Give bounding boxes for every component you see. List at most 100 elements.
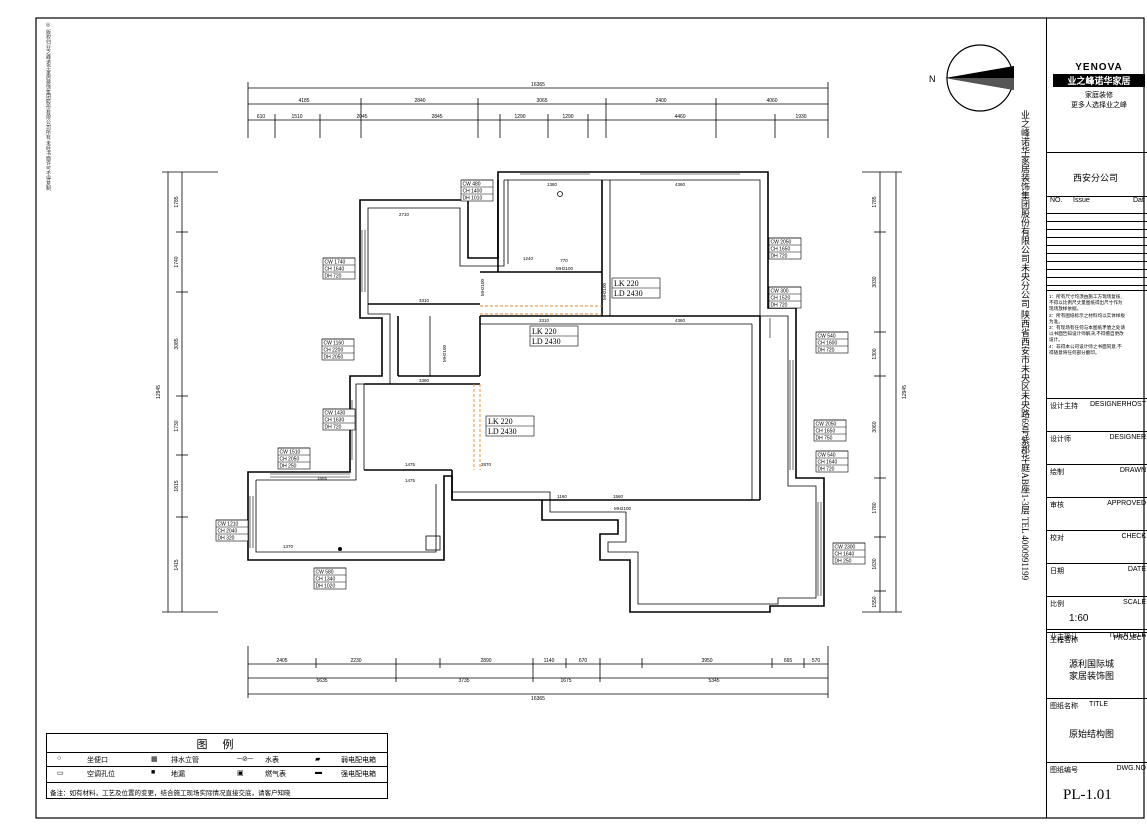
window-tag-line: CW 300	[771, 289, 789, 295]
dwg-label-en: DWG.NO	[1116, 765, 1146, 772]
dim-label: 670	[579, 658, 588, 664]
slogan-1: 家庭装修	[1085, 92, 1113, 99]
dim-label: 3085	[174, 338, 180, 349]
dim-label: 1140	[544, 658, 555, 664]
legend-item: 燃气表	[265, 771, 286, 778]
project-name-1: 源利国际城	[1069, 659, 1115, 669]
window-tag-line: DH 720	[771, 303, 788, 309]
dim-label: 4185	[298, 98, 309, 104]
window-tag-line: DH 1010	[463, 196, 483, 202]
walls	[247, 171, 825, 613]
wall-height: MH2100	[614, 506, 632, 511]
dim-right-total: 12945	[902, 385, 908, 399]
window-tag-line: DH 720	[771, 254, 788, 260]
window-tag-line: CH 1640	[835, 552, 855, 558]
brand-cn: 业之峰诺华家居	[1053, 74, 1145, 87]
weak-power-box-icon: ▰	[315, 756, 321, 763]
window-tag-line: CH 2200	[324, 348, 344, 354]
rev-no-header: NO.	[1050, 197, 1063, 204]
room-dim: 1475	[405, 478, 416, 483]
dim-label: 1675	[560, 678, 571, 684]
window-tag-line: CH 1600	[818, 341, 838, 347]
window-tag-line: CW 1210	[218, 522, 239, 528]
slogan-2: 更多人选择业之峰	[1071, 102, 1127, 109]
window-tag-line: CW 540	[818, 334, 836, 340]
note-line: 4：非得本公司设计师之书面同意,不	[1049, 343, 1122, 349]
row-label-en: SCALE	[1123, 599, 1146, 606]
dim-top-row2-labels: 610 1510 2045 2845 1290 1290 4460 1930	[257, 114, 807, 120]
project-name-2: 家居装饰图	[1069, 671, 1115, 681]
window-tag-line: CH 1630	[325, 418, 345, 424]
dim-label: 1300	[872, 348, 878, 359]
dim-label: 1740	[174, 256, 180, 267]
note-line: 1：所有尺寸均须由施工方现场复核,	[1049, 294, 1122, 299]
beam-tag-line: LD 2430	[488, 427, 517, 436]
row-label-cn: 日期	[1050, 568, 1064, 575]
dim-label: 3065	[536, 98, 547, 104]
rev-issue-header: Issue	[1073, 197, 1090, 204]
dim-label: 1630	[872, 558, 878, 569]
legend-row-1: ○ 坐便口 ▦ 排水立管 ─⊘─ 水表 ▰ 弱电配电箱	[47, 752, 387, 765]
windows	[249, 173, 825, 596]
company-address: 业之峰诺华家居装饰集团股份有限公司未央分公司 陕西省西安市未央区未央路69号紫郡…	[1020, 110, 1030, 581]
room-dim: 1475	[405, 462, 416, 467]
note-line: 3：有现场有任何与本图纸矛盾之处请	[1049, 325, 1126, 331]
row-label-cn: 业主确认	[1050, 634, 1078, 641]
note-line: 现场放样依据。	[1049, 306, 1082, 312]
wall-height: MH2100	[442, 344, 447, 362]
window-tag-line: CW 1430	[325, 411, 346, 417]
dim-label: 2400	[655, 98, 666, 104]
window-tag-line: DH 720	[818, 467, 835, 473]
room-dim: 3380	[419, 378, 430, 383]
dim-label: 1290	[562, 114, 573, 120]
titleblock-row: 业主确认 TLIENTELE	[1047, 629, 1147, 662]
window-tag-line: DH 750	[816, 436, 833, 442]
row-label-en: CHECK	[1121, 533, 1146, 540]
drawing-number: PL-1.01	[1063, 787, 1112, 803]
window-tag-line: DH 250	[835, 559, 852, 565]
row-label-cn: 比例	[1050, 601, 1064, 608]
legend-row-2: ▭ 空调孔位 ■ 地漏 ▣ 燃气表 ▬ 强电配电箱	[47, 766, 387, 779]
dim-label: 3060	[872, 421, 878, 432]
row-label-cn: 审核	[1050, 502, 1064, 509]
row-label-en: TLIENTELE	[1108, 632, 1146, 639]
row-label-cn: 设计师	[1050, 436, 1071, 443]
legend-item: 地漏	[171, 771, 185, 778]
beam-tag-line: LD 2430	[532, 337, 561, 346]
floor-drain-icon: ■	[151, 769, 156, 776]
copyright-note: ◎ 版权归业之峰诺华家居装饰集团股份有限公司所有 未经书面许可不得复制	[45, 22, 51, 191]
rev-date-header: Dat	[1133, 197, 1144, 204]
ac-hole-icon: ▭	[57, 770, 64, 777]
dim-top-total: 16365	[531, 82, 545, 88]
dim-label: 3735	[458, 678, 469, 684]
dim-label: 2890	[480, 658, 491, 664]
window-tag-line: DH 250	[280, 464, 297, 470]
dim-label: 1730	[174, 420, 180, 431]
wall-heights: MH2100 MH2100 MH2100 MH2100 MH2100	[442, 266, 632, 511]
brand-name: YENOVA	[1075, 62, 1123, 73]
project-label-cn: 工程名称	[1050, 637, 1078, 644]
strong-power-box-icon: ▬	[315, 769, 322, 776]
dim-left-labels: 1785 1740 3085 1730 1815 1415	[174, 196, 180, 570]
window-tag-line: CH 2050	[280, 457, 300, 463]
window-tag-line: CW 2050	[816, 422, 837, 428]
dim-label: 1510	[291, 114, 302, 120]
window-tag-line: CW 480	[463, 182, 481, 188]
room-dim: 4360	[675, 318, 686, 323]
room-dim: 3310	[419, 298, 430, 303]
